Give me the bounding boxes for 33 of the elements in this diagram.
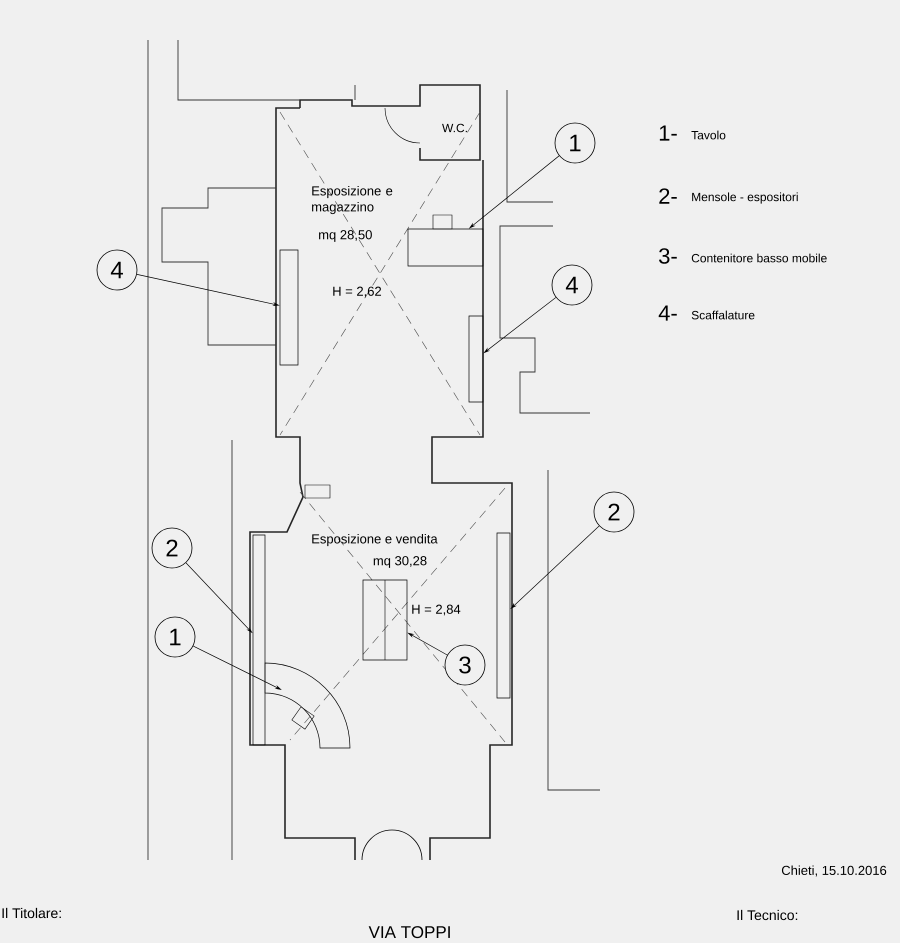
low-cabinet [362,580,408,660]
area-label: mq 30,28 [374,556,427,568]
area-label: mq 28,50 [319,230,372,242]
signature-label: Il Titolare: [2,908,61,918]
counter-desk [264,662,350,748]
callout-number: 1 [154,616,196,658]
street-name: VIA TOPPI [368,926,450,938]
legend-text: Scaffalature [692,310,754,320]
legend-number: 4- [658,305,677,321]
legend-text: Tavolo [691,130,726,140]
legend-text: Contenitore basso mobile [692,254,827,262]
room-label: Esposizione e magazzino [312,186,392,214]
date-label: Chieti, 15.10.2016 [782,865,886,877]
shelf [468,316,484,402]
room-label: Esposizione e vendita [312,534,438,546]
callout-number: 2 [152,528,192,568]
callout-number: 4 [96,250,138,290]
table [408,214,484,266]
shelf [496,532,510,698]
height-label: H = 2,84 [412,604,460,616]
legend-number: 2- [659,188,677,204]
legend-number: 1- [660,125,677,141]
callout-number: 3 [444,644,486,686]
signature-label: Il Tecnico: [737,910,798,920]
room-label: W.C. [442,124,467,132]
shelf [252,534,266,746]
height-label: H = 2,62 [333,286,382,298]
callout-number: 4 [552,264,592,306]
callout-number: 1 [554,122,596,164]
legend-number: 3- [659,248,677,264]
shelf [280,250,298,366]
callout-number: 2 [594,492,634,532]
legend-text: Mensole - espositori [692,192,798,204]
